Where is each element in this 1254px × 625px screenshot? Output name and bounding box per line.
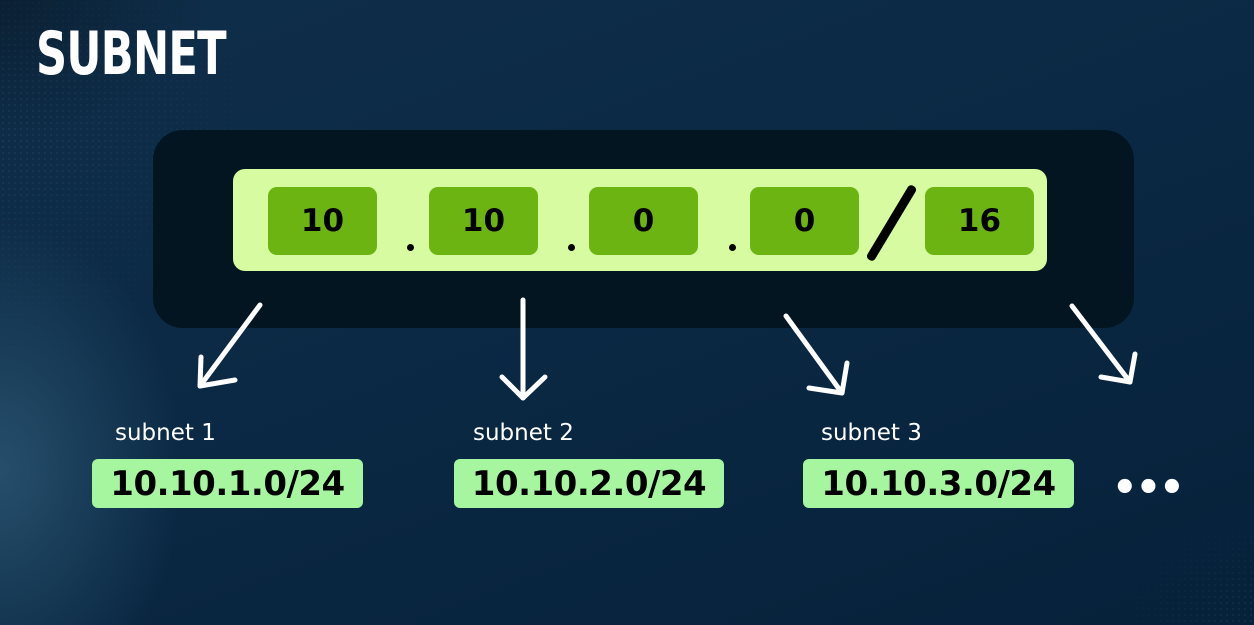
subnet-3-label: subnet 3 bbox=[821, 420, 922, 446]
arrow-to-subnet-2-icon bbox=[499, 297, 548, 401]
subnet-3-cidr: 10.10.3.0/24 bbox=[803, 459, 1074, 508]
octet-separator-dot bbox=[568, 244, 575, 251]
prefix-length: 16 bbox=[925, 187, 1034, 255]
subnet-1-label: subnet 1 bbox=[115, 420, 216, 446]
octet-2: 10 bbox=[429, 187, 538, 255]
arrow-to-subnet-3-icon bbox=[783, 313, 850, 396]
octet-4: 0 bbox=[750, 187, 859, 255]
subnet-1-cidr: 10.10.1.0/24 bbox=[92, 459, 363, 508]
subnet-2-label: subnet 2 bbox=[473, 420, 574, 446]
more-subnets-ellipsis: ••• bbox=[1112, 465, 1185, 511]
subnet-2-cidr: 10.10.2.0/24 bbox=[454, 459, 724, 508]
page-title: SUBNET bbox=[36, 19, 227, 89]
octet-separator-dot bbox=[729, 244, 736, 251]
octet-separator-dot bbox=[407, 244, 414, 251]
octet-1: 10 bbox=[268, 187, 377, 255]
octet-3: 0 bbox=[589, 187, 698, 255]
arrow-to-more-icon bbox=[1069, 303, 1138, 385]
arrow-to-subnet-1-icon bbox=[197, 302, 263, 389]
